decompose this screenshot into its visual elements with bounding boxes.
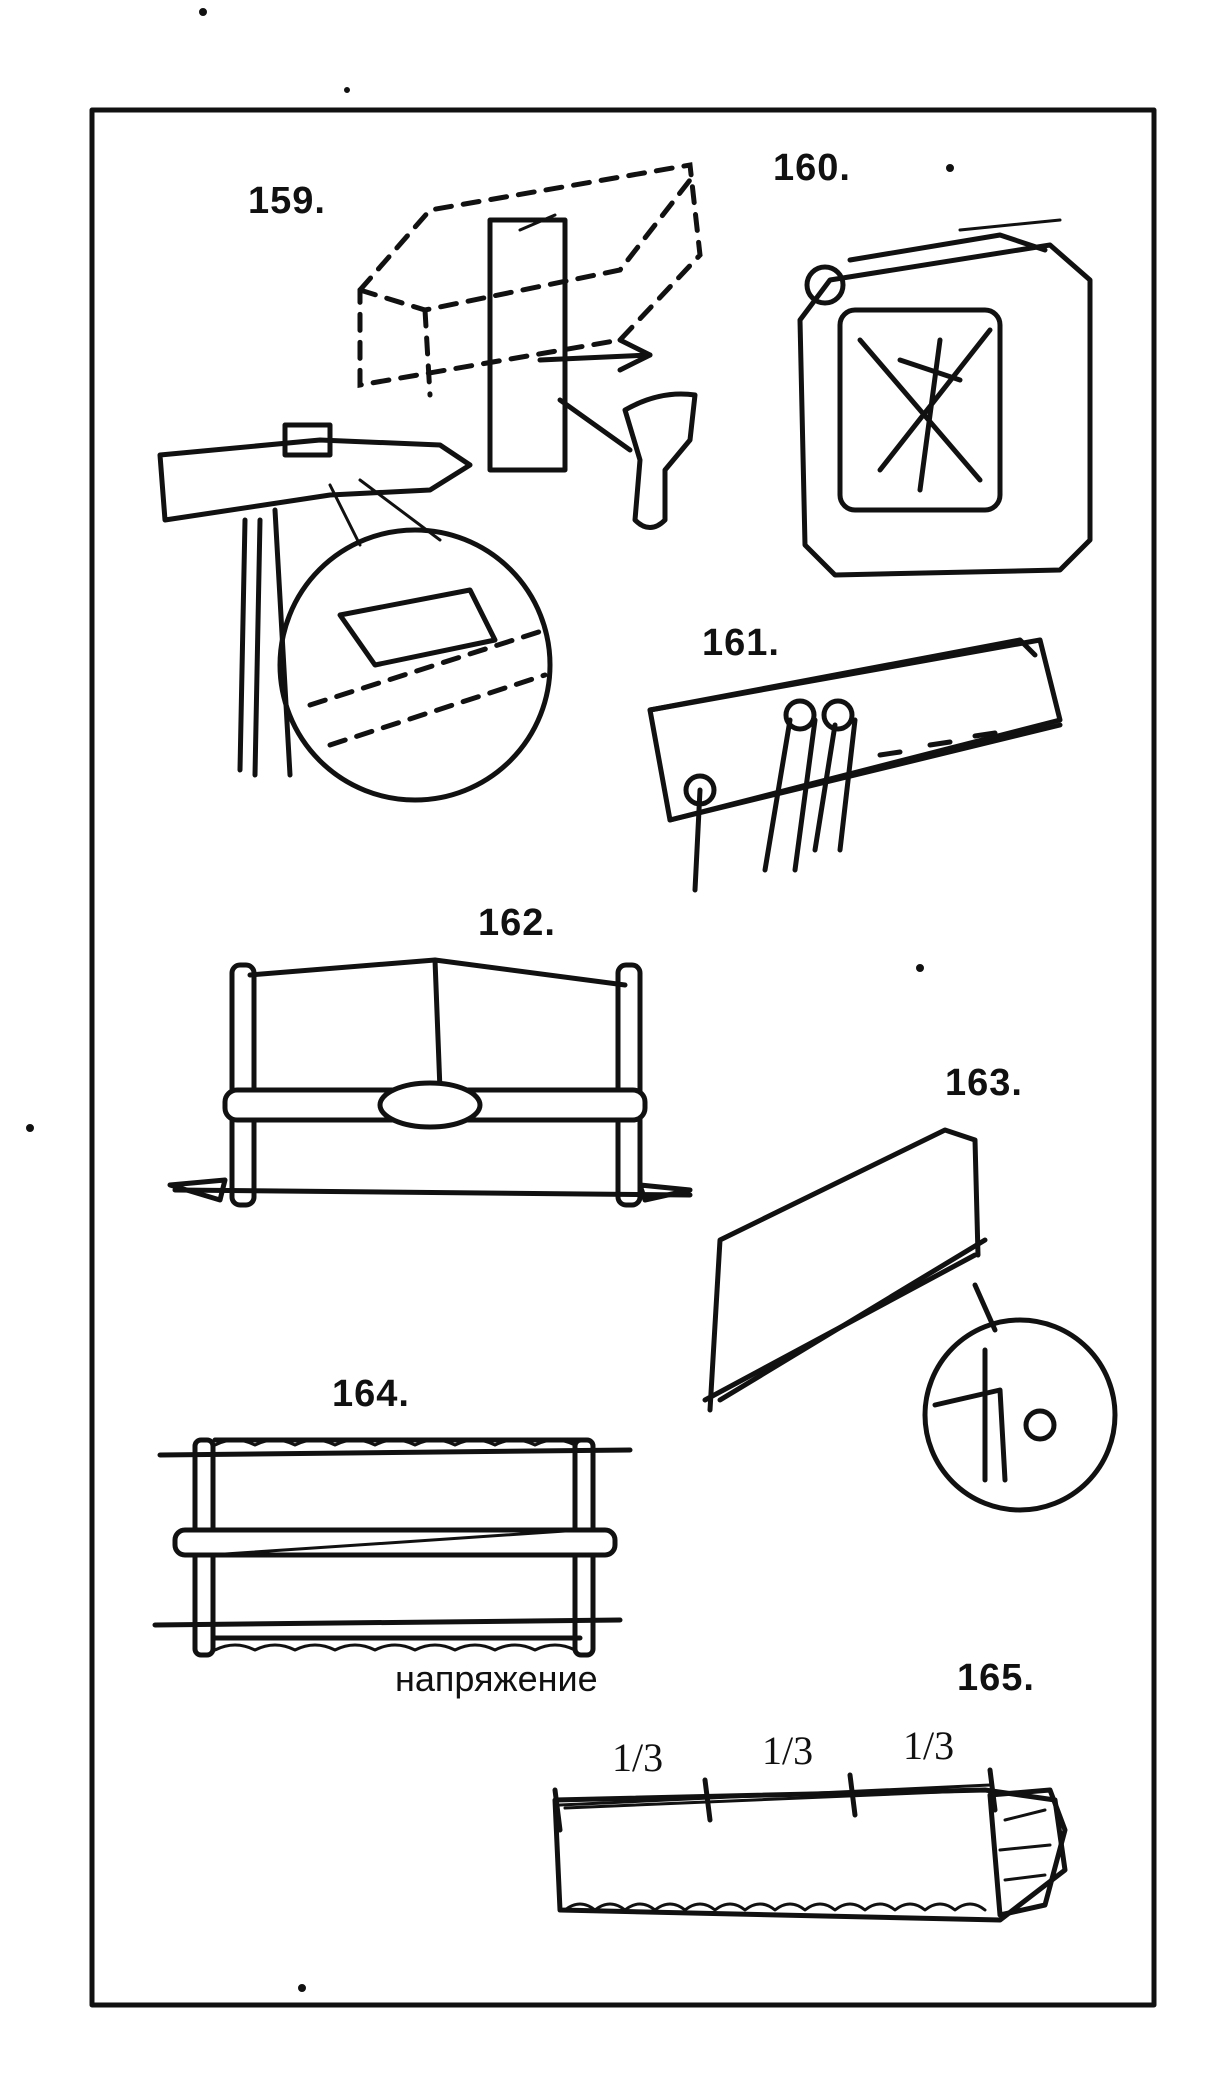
magnifier-163 [922, 1317, 1118, 1513]
third-mark-2: 1/3 [762, 1728, 814, 1773]
clip-detail [622, 391, 698, 530]
figure-160-drawing [797, 218, 1093, 578]
blade-plate [487, 217, 568, 473]
figure-label-160: 160. [773, 147, 851, 189]
bow-saw-left-post [229, 962, 257, 1208]
figure-label-161: 161. [702, 622, 780, 664]
third-mark-1: 1/3 [612, 1735, 664, 1780]
figure-label-164: 164. [332, 1373, 410, 1415]
saw-blade [552, 1787, 1068, 1923]
third-mark-3: 1/3 [903, 1723, 955, 1768]
saw-handle [987, 1787, 1068, 1918]
figure-161-drawing [647, 637, 1063, 893]
figure-165-drawing [552, 1767, 1068, 1923]
bow-saw-right-post [615, 962, 643, 1208]
figure-162-drawing [167, 957, 693, 1208]
figure-label-163: 163. [945, 1062, 1023, 1104]
outer-frame [89, 107, 1157, 2008]
figure-163-drawing [702, 1127, 1118, 1513]
figure-label-165: 165. [957, 1657, 1035, 1699]
figure-159-drawing [157, 162, 703, 803]
tension-label: напряжение [395, 1658, 598, 1699]
magnifier-159 [277, 527, 553, 803]
canister-body [797, 242, 1093, 578]
figure-164-drawing [152, 1437, 633, 1658]
figure-label-159: 159. [248, 180, 326, 222]
figure-label-162: 162. [478, 902, 556, 944]
hammer-head [157, 437, 473, 523]
